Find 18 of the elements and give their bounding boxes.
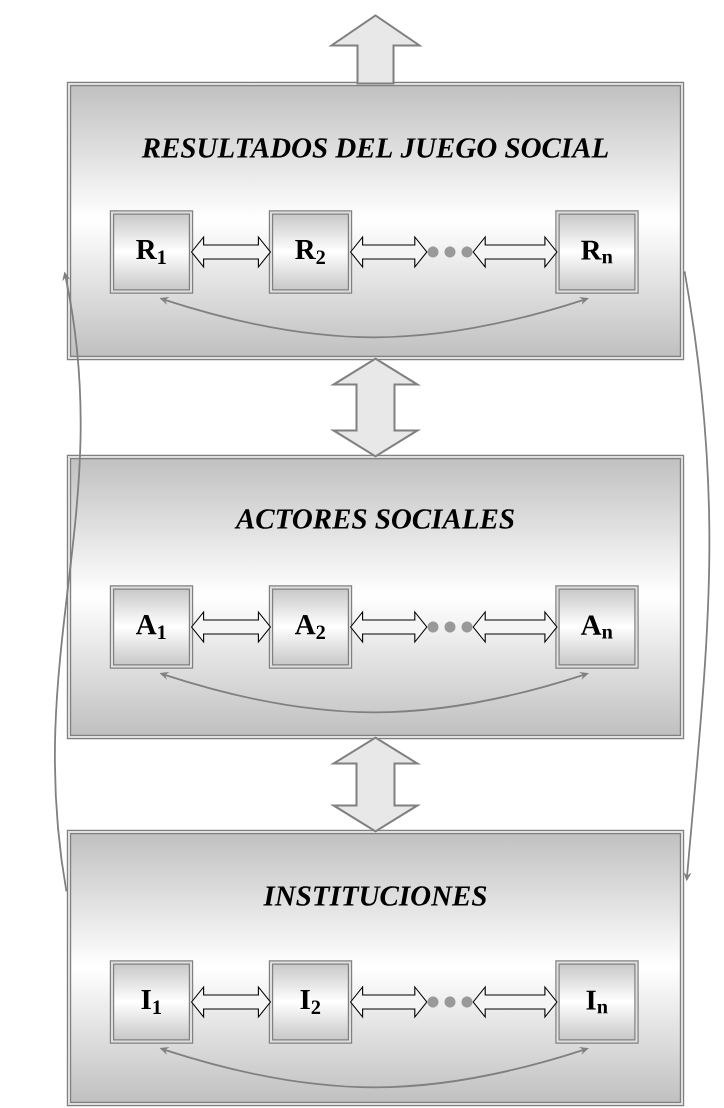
item-box: A$_{n}$ [555, 585, 639, 669]
block-arrow [328, 14, 423, 85]
ellipsis-dots [427, 996, 473, 1008]
block-arrow [472, 610, 558, 644]
item-box: I$_{n}$ [555, 960, 639, 1044]
ellipsis-dots [427, 246, 473, 258]
item-box: R$_{1}$ [109, 210, 194, 294]
item-box: R$_{2}$ [268, 210, 353, 294]
item-box: I$_{2}$ [268, 960, 353, 1044]
item-box: I$_{1}$ [109, 960, 194, 1044]
ellipsis-dots [427, 621, 473, 633]
item-box: R$_{n}$ [555, 210, 639, 294]
item-box: A$_{1}$ [109, 585, 194, 669]
item-box: A$_{2}$ [268, 585, 353, 669]
block-arrow [330, 736, 421, 833]
block-arrow [472, 235, 558, 269]
block-arrow [330, 357, 421, 458]
block-arrow [472, 985, 558, 1019]
